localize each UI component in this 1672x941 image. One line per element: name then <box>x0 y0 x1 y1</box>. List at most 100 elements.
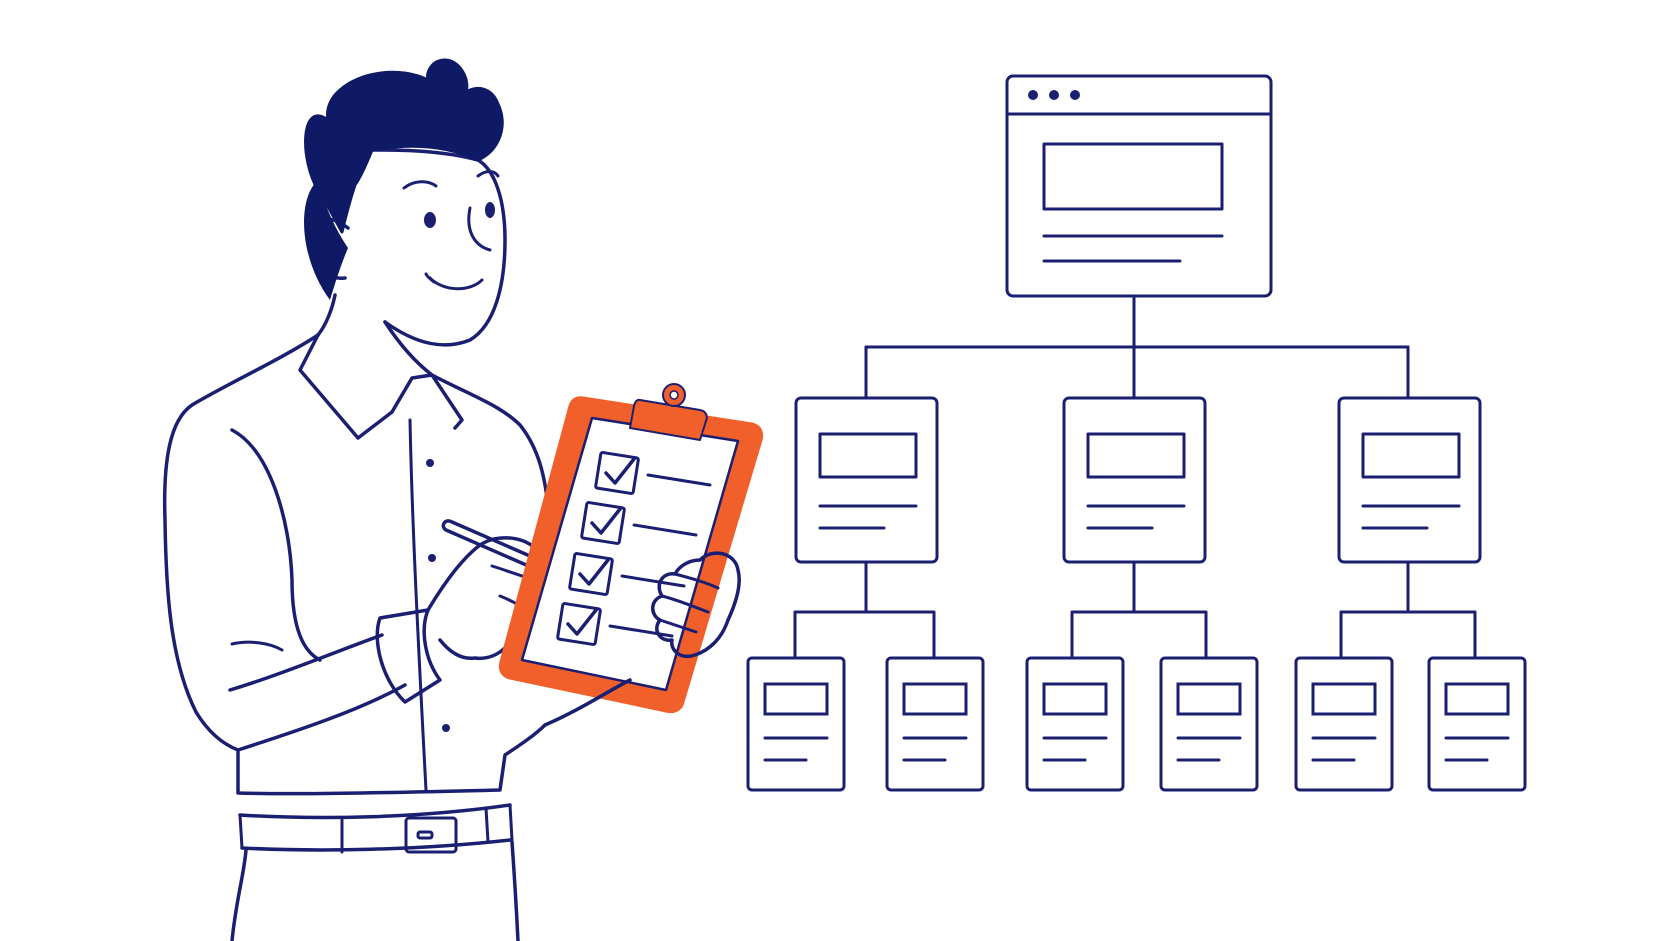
clipboard <box>498 383 764 714</box>
collar-left <box>298 333 394 440</box>
sitemap-leaf-page <box>1427 656 1527 792</box>
page-header-block <box>1444 682 1510 716</box>
checkmark-icon <box>578 558 610 586</box>
checklist-item <box>580 501 698 545</box>
belt-buckle <box>404 816 458 854</box>
page-card <box>1159 656 1259 792</box>
gripping-hand-finger <box>673 572 720 590</box>
page-header-block <box>1311 682 1377 716</box>
page-card <box>1025 656 1125 792</box>
smile <box>428 276 484 291</box>
checkmark-icon <box>604 457 636 485</box>
eye-right <box>485 202 495 218</box>
person-figure <box>162 58 764 941</box>
page-header-block <box>1042 682 1108 716</box>
page-card <box>1337 396 1482 564</box>
left-forearm-lower <box>236 683 407 752</box>
belt-left-edge <box>238 813 244 850</box>
sitemap-page-c <box>1337 396 1482 564</box>
belt-loop <box>484 806 490 844</box>
left-cuff <box>375 608 442 704</box>
nose <box>467 206 492 252</box>
checkmark-icon <box>566 608 598 636</box>
checklist <box>556 451 712 646</box>
belt-top <box>238 803 512 820</box>
smile-cheek <box>424 272 436 284</box>
checkmark-icon <box>590 507 622 535</box>
gripping-hand-finger <box>658 618 698 634</box>
belt-right-edge <box>508 803 514 842</box>
checkbox <box>568 552 614 596</box>
eye-left <box>424 212 436 228</box>
browser-hero-block <box>1042 142 1224 211</box>
sitemap-leaf-page <box>885 656 985 792</box>
browser-dot-icon <box>1070 90 1080 100</box>
page-card <box>1062 396 1207 564</box>
browser-dot-icon <box>1049 90 1059 100</box>
browser-dot-icon <box>1028 90 1038 100</box>
pants-left <box>230 848 248 941</box>
page-card <box>1294 656 1394 792</box>
shirt-right-shoulder <box>430 373 550 507</box>
right-forearm <box>543 678 632 727</box>
left-arm <box>230 428 322 662</box>
shirt-button <box>428 554 436 562</box>
checklist-line <box>632 523 698 537</box>
face-outline <box>370 148 507 347</box>
sitemap-page-a <box>794 396 939 564</box>
gripping-hand <box>651 551 741 658</box>
sitemap-leaf-page <box>746 656 846 792</box>
gripping-hand-finger <box>660 594 710 614</box>
checkbox <box>580 501 626 545</box>
clipboard-clip <box>629 398 708 441</box>
sitemap-leaf-page <box>1159 656 1259 792</box>
sitemap-diagram <box>746 74 1527 792</box>
eyebrow-right <box>476 170 500 178</box>
shirt-button <box>426 459 434 467</box>
checklist-item <box>594 451 712 495</box>
shirt-button <box>442 724 450 732</box>
shirt-placket <box>408 418 428 792</box>
left-forearm <box>228 633 384 692</box>
page-card <box>746 656 846 792</box>
page-header-block <box>902 682 968 716</box>
page-header-block <box>763 682 829 716</box>
hair-lower-back <box>304 180 348 300</box>
belt-bottom <box>240 838 512 852</box>
sitemap-page-b <box>1062 396 1207 564</box>
sitemap-leaf-page <box>1025 656 1125 792</box>
page-header-block <box>818 432 918 479</box>
belt-buckle-prong <box>416 830 434 840</box>
neck-right <box>383 320 434 377</box>
checklist-line <box>608 624 674 638</box>
left-arm-crease <box>230 640 284 652</box>
hair <box>304 58 504 234</box>
page-header-block <box>1176 682 1242 716</box>
sitemap-leaf-pages <box>746 656 1527 792</box>
connector-page-b-bar <box>1070 610 1208 660</box>
sitemap-connectors <box>793 294 1477 660</box>
checklist-line <box>646 473 712 487</box>
browser-window <box>1005 74 1273 298</box>
checkbox <box>556 602 602 646</box>
sitemap-root-page <box>1005 74 1273 298</box>
page-card <box>1427 656 1527 792</box>
connector-page-c-bar <box>1339 610 1477 660</box>
pants-right <box>510 840 520 941</box>
checklist-line <box>620 574 686 588</box>
clipboard-clip-hole <box>669 390 679 400</box>
page-card <box>885 656 985 792</box>
checklist-item <box>568 552 686 596</box>
page-card <box>794 396 939 564</box>
checklist-item <box>556 602 674 646</box>
page-header-block <box>1086 432 1186 479</box>
eyebrow-left <box>402 180 438 190</box>
page-header-block <box>1361 432 1461 479</box>
connector-page-a-bar <box>793 610 936 660</box>
sitemap-leaf-page <box>1294 656 1394 792</box>
neck <box>316 293 337 337</box>
shirt-outline <box>162 333 547 796</box>
checkbox <box>594 451 640 495</box>
